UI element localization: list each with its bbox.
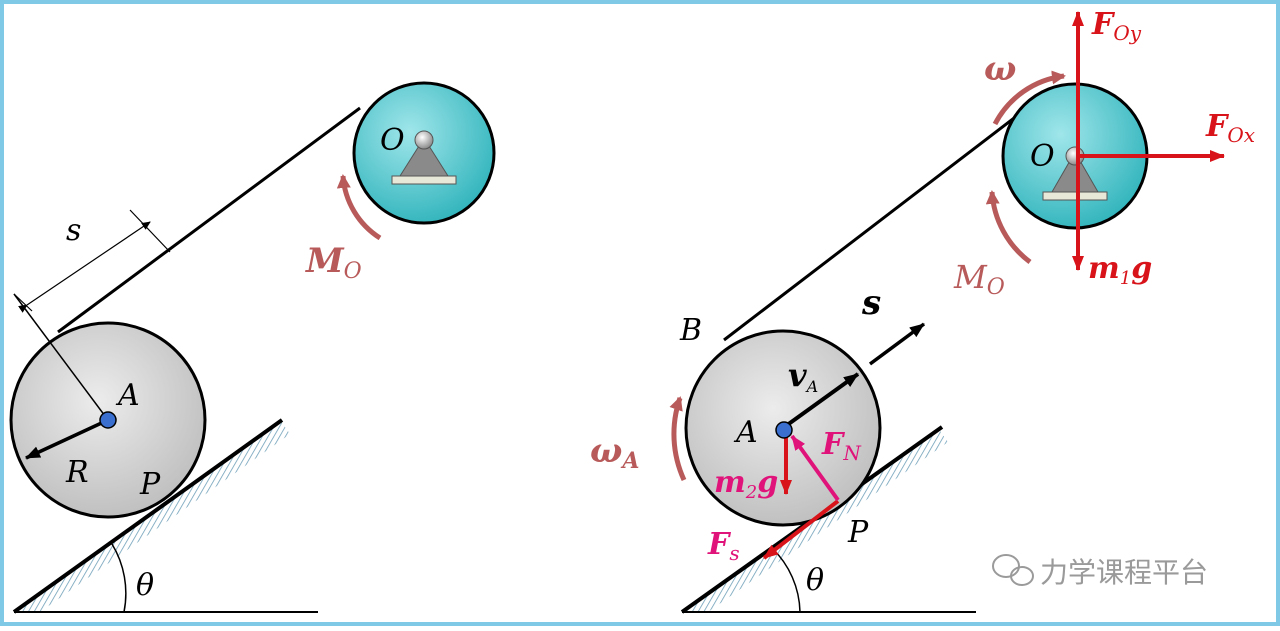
moment-mo-arrow-right <box>985 190 1032 265</box>
label-p-right: P <box>847 515 869 550</box>
velocity-va-arrow <box>781 372 860 430</box>
label-fs: Fs <box>707 527 740 565</box>
label-s-right: s <box>861 283 881 323</box>
pulley-base <box>391 175 457 185</box>
label-theta: θ <box>136 568 154 603</box>
label-fox: FOx <box>1205 109 1255 147</box>
right-diagram: O A B P θ s ω ωA MO vA FOy FOx m1g m2g F… <box>590 7 1255 614</box>
moment-mo-arrow <box>336 174 382 241</box>
label-omega-a: ωA <box>590 431 639 474</box>
center-a-dot-right <box>775 421 793 439</box>
watermark: 力学课程平台 <box>992 554 1208 589</box>
label-m2g: m2g <box>714 465 778 503</box>
dim-extension-1 <box>13 293 33 312</box>
label-mo-right: MO <box>953 258 1005 300</box>
label-r: R <box>65 455 89 490</box>
omega-arrow <box>992 70 1066 126</box>
dim-s-arrow <box>18 221 151 313</box>
left-diagram: O A R P s θ MO <box>9 81 496 614</box>
label-va: vA <box>788 356 818 396</box>
label-mo: MO <box>305 241 362 284</box>
label-theta-right: θ <box>806 563 824 598</box>
wechat-icon <box>992 554 1034 586</box>
theta-arc <box>111 543 127 613</box>
watermark-text: 力学课程平台 <box>1040 556 1208 589</box>
label-m1g: m1g <box>1088 251 1152 289</box>
incline-surface <box>12 418 284 614</box>
label-o-right: O <box>1030 139 1055 174</box>
label-fn: FN <box>821 427 862 465</box>
displacement-s-arrow <box>868 322 926 366</box>
force-fn-arrow <box>790 434 840 502</box>
label-s: s <box>66 213 81 248</box>
radius-line <box>13 293 109 421</box>
center-a-dot <box>99 411 117 429</box>
label-o: O <box>380 123 405 158</box>
pulley-pin <box>414 130 434 150</box>
pulley-base-right <box>1042 191 1108 201</box>
label-foy: FOy <box>1091 7 1142 45</box>
radius-arrow <box>25 418 109 460</box>
omega-a-arrow <box>669 396 687 482</box>
friction-fs-arrow <box>762 499 840 560</box>
rope-right <box>723 110 1023 342</box>
label-a: A <box>115 378 140 413</box>
label-a-right: A <box>733 415 758 450</box>
rope <box>57 106 361 334</box>
label-p: P <box>139 467 161 502</box>
label-omega: ω <box>984 49 1016 89</box>
label-b: B <box>679 313 702 348</box>
